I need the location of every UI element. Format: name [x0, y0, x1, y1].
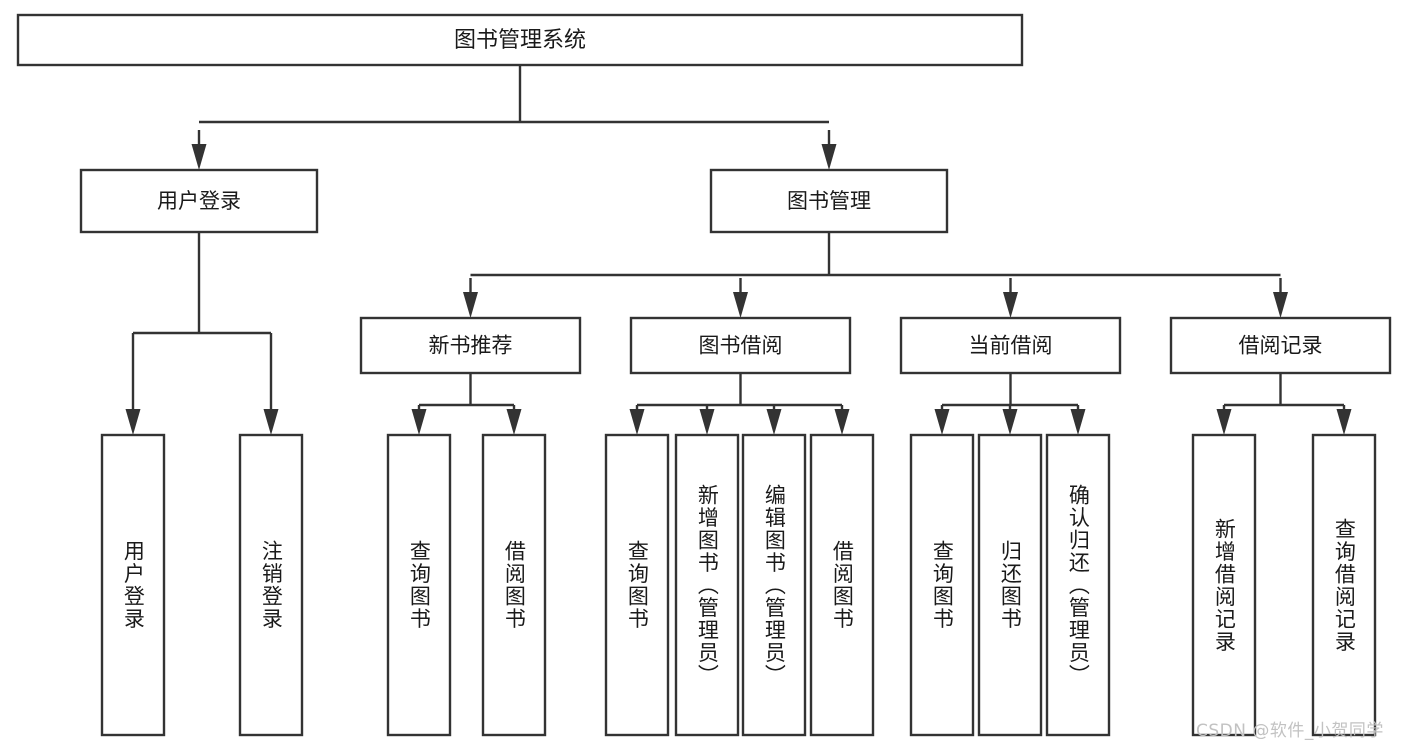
leaf-box-用户登录-0[interactable] [100, 433, 166, 737]
arrow-to-leaf-查询借阅记录-12-head [1336, 409, 1352, 435]
node-box-图书管理系统[interactable] [16, 13, 1024, 67]
arrow-to-借阅记录-3-head [1273, 292, 1288, 318]
arrow-to-leaf-确认归还-管理员-10-head [1070, 409, 1086, 435]
leaf-box-借阅图书-7[interactable] [809, 433, 875, 737]
arrow-to-当前借阅-2-head [1003, 292, 1018, 318]
node-box-图书管理[interactable] [709, 168, 949, 234]
arrow-to-leaf-借阅图书-3-head [506, 409, 522, 435]
node-label-图书管理系统: 图书管理系统 [454, 28, 586, 53]
arrow-to-leaf-查询图书-4-head [629, 409, 645, 435]
arrow-to-leaf-查询图书-2-head [411, 409, 427, 435]
leaf-box-借阅图书-3[interactable] [481, 433, 547, 737]
node-box-当前借阅[interactable] [899, 316, 1122, 375]
node-box-layer [16, 13, 1392, 737]
arrow-to-图书管理-1-head [821, 144, 837, 170]
node-label-当前借阅: 当前借阅 [969, 334, 1053, 358]
arrow-to-用户登录-0-head [191, 144, 207, 170]
leaf-box-查询图书-2[interactable] [386, 433, 452, 737]
node-box-借阅记录[interactable] [1169, 316, 1392, 375]
leaf-box-新增图书-管理员-5[interactable] [674, 433, 740, 737]
node-label-新书推荐: 新书推荐 [429, 334, 513, 358]
arrow-to-leaf-查询图书-8-head [934, 409, 950, 435]
leaf-box-归还图书-9[interactable] [977, 433, 1043, 737]
leaf-box-注销登录-1[interactable] [238, 433, 304, 737]
node-label-借阅记录: 借阅记录 [1239, 334, 1323, 358]
arrow-to-leaf-编辑图书-管理员-6-head [766, 409, 782, 435]
arrow-to-leaf-注销登录-1-head [263, 409, 279, 435]
node-label-用户登录: 用户登录 [157, 189, 241, 213]
node-box-用户登录[interactable] [79, 168, 319, 234]
csdn-watermark: CSDN @软件_小贺同学 [1196, 721, 1384, 741]
arrow-to-leaf-新增图书-管理员-5-head [699, 409, 715, 435]
leaf-box-新增借阅记录-11[interactable] [1191, 433, 1257, 737]
node-label-图书管理: 图书管理 [787, 189, 871, 213]
leaf-box-查询借阅记录-12[interactable] [1311, 433, 1377, 737]
leaf-box-编辑图书-管理员-6[interactable] [741, 433, 807, 737]
arrow-to-leaf-归还图书-9-head [1002, 409, 1018, 435]
node-box-新书推荐[interactable] [359, 316, 582, 375]
leaf-box-查询图书-4[interactable] [604, 433, 670, 737]
arrow-to-leaf-用户登录-0-head [125, 409, 141, 435]
arrow-to-图书借阅-1-head [733, 292, 748, 318]
connector-layer [125, 65, 1352, 435]
arrow-to-leaf-借阅图书-7-head [834, 409, 850, 435]
node-label-图书借阅: 图书借阅 [699, 334, 783, 358]
leaf-box-确认归还-管理员-10[interactable] [1045, 433, 1111, 737]
leaf-box-查询图书-8[interactable] [909, 433, 975, 737]
node-box-图书借阅[interactable] [629, 316, 852, 375]
arrow-to-新书推荐-0-head [463, 292, 478, 318]
arrow-to-leaf-新增借阅记录-11-head [1216, 409, 1232, 435]
